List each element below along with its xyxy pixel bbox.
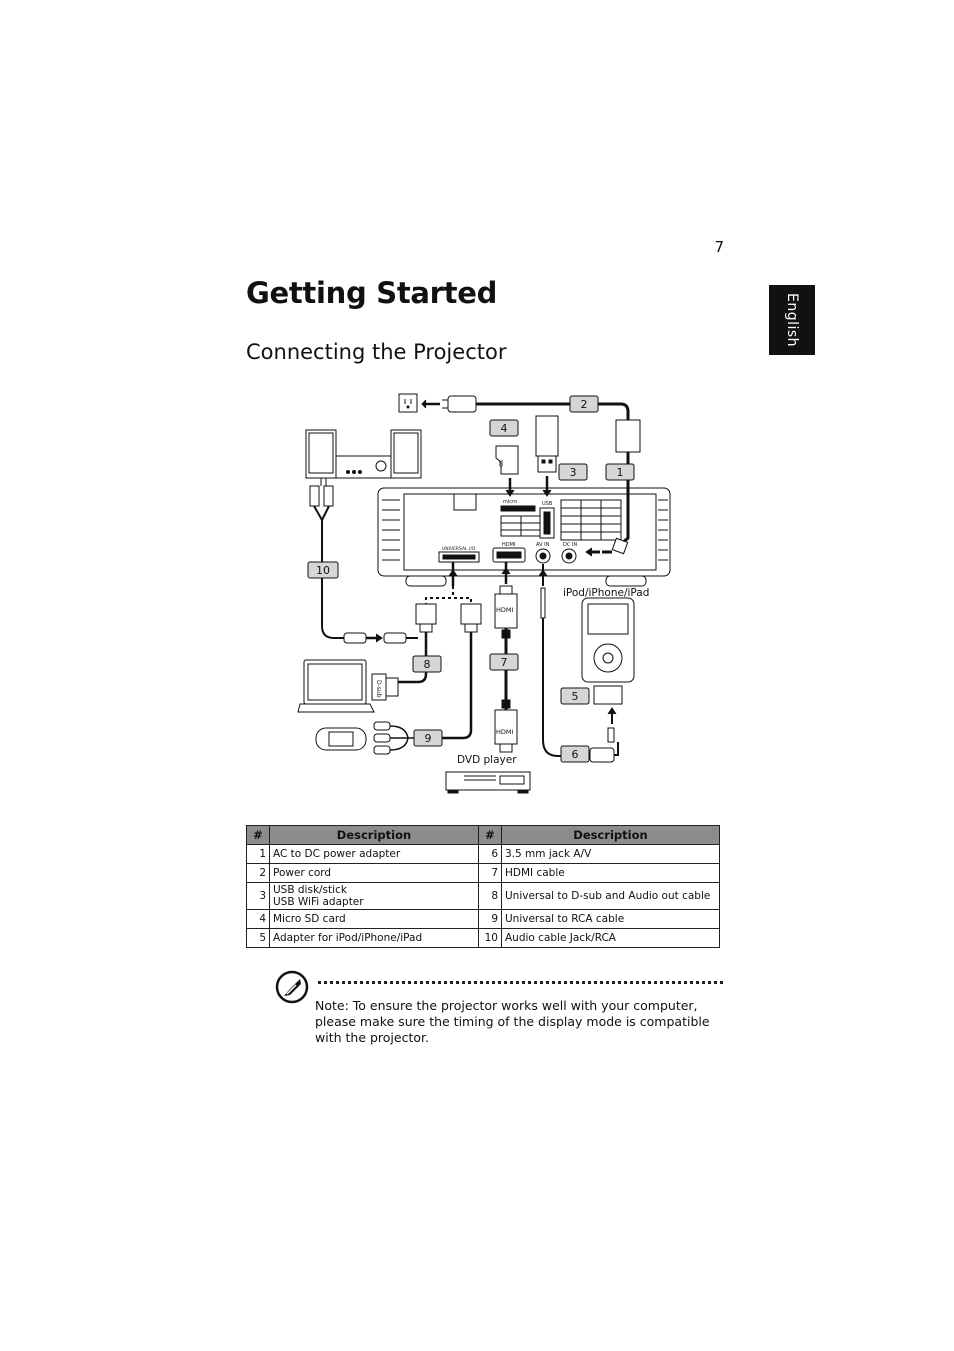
language-tab-label: English	[784, 292, 800, 348]
svg-text:8: 8	[424, 658, 431, 671]
svg-text:4: 4	[501, 422, 508, 435]
projector-grille	[500, 499, 622, 541]
svg-text:1: 1	[617, 466, 624, 479]
table-cell-number: 3	[246, 882, 270, 910]
universal-connector-a	[415, 603, 437, 633]
page-title: Getting Started	[246, 276, 498, 310]
wall-outlet-icon	[398, 393, 418, 413]
svg-text:5: 5	[572, 690, 579, 703]
ac-adapter-icon	[615, 419, 641, 453]
table-cell-number: 6	[478, 844, 502, 864]
note-label: Note:	[315, 998, 349, 1013]
note-divider	[318, 981, 723, 984]
dvd-player-icon	[445, 771, 531, 794]
table-cell-description: AC to DC power adapter	[269, 844, 479, 864]
table-row: 5 Adapter for iPod/iPhone/iPad 10 Audio …	[246, 928, 720, 948]
hdmi-plug-bottom-label: HDMI	[496, 728, 514, 736]
table-cell-description: Universal to D-sub and Audio out cable	[501, 882, 720, 910]
usb-stick-icon	[535, 415, 559, 473]
ipod-adapter-icon	[593, 685, 623, 705]
hdmi-port-label: HDMI	[502, 542, 515, 548]
column-header: #	[478, 825, 502, 845]
svg-text:6: 6	[572, 748, 579, 761]
svg-text:SD: SD	[497, 460, 503, 467]
note-text: Note: To ensure the projector works well…	[315, 998, 710, 1046]
table-cell-number: 10	[478, 928, 502, 948]
ipod-label: iPod/iPhone/iPad	[563, 587, 649, 599]
section-title: Connecting the Projector	[246, 340, 507, 364]
table-cell-description: Universal to RCA cable	[501, 909, 720, 929]
rca-plugs-icon	[309, 478, 334, 507]
audio-jack-plug	[343, 632, 367, 644]
micro-sd-slot	[500, 505, 536, 512]
micro-sd-port-label: micro	[503, 499, 517, 505]
table-cell-description: Audio cable Jack/RCA	[501, 928, 720, 948]
ipod-icon	[581, 597, 635, 683]
table-cell-number: 1	[246, 844, 270, 864]
page-number: 7	[714, 238, 724, 256]
speakers-icon	[305, 429, 422, 479]
universal-connector-b	[460, 603, 482, 633]
language-tab: English	[769, 285, 815, 355]
column-header: #	[246, 825, 270, 845]
table-cell-description: USB disk/stick USB WiFi adapter	[269, 882, 479, 910]
table-cell-description: 3.5 mm jack A/V	[501, 844, 720, 864]
table-cell-number: 8	[478, 882, 502, 910]
table-row: 4 Micro SD card 9 Universal to RCA cable	[246, 909, 720, 929]
parts-table: # Description # Description 1 AC to DC p…	[246, 825, 720, 948]
table-cell-number: 7	[478, 863, 502, 883]
dvd-player-label: DVD player	[457, 754, 517, 766]
callout-7: 7	[489, 653, 519, 671]
hdmi-plug-bottom: HDMI	[494, 709, 518, 753]
svg-text:3: 3	[570, 466, 577, 479]
universal-io-port-label: UNIVERSAL I/O	[442, 546, 476, 552]
dsub-label: D-sub	[375, 680, 382, 698]
callout-1: 1	[605, 463, 635, 481]
table-header-row: # Description # Description	[246, 825, 720, 845]
projector: micro USB UNIVERSAL I/O HDMI AV IN DC IN	[377, 487, 671, 587]
svg-text:2: 2	[581, 398, 588, 411]
table-cell-description: HDMI cable	[501, 863, 720, 883]
table-cell-description: Micro SD card	[269, 909, 479, 929]
callout-9: 9	[413, 729, 443, 747]
table-row: 3 USB disk/stick USB WiFi adapter 8 Univ…	[246, 882, 720, 910]
hdmi-plug-top-label: HDMI	[496, 606, 514, 614]
column-header: Description	[501, 825, 720, 845]
rca-connectors-icon	[373, 721, 391, 755]
column-header: Description	[269, 825, 479, 845]
callout-4: 4	[489, 419, 519, 437]
table-row: 2 Power cord 7 HDMI cable	[246, 863, 720, 883]
svg-text:10: 10	[316, 564, 330, 577]
table-cell-description: Adapter for iPod/iPhone/iPad	[269, 928, 479, 948]
micro-sd-card-icon: SD	[495, 445, 519, 475]
handheld-console-icon	[315, 727, 367, 751]
table-cell-number: 5	[246, 928, 270, 948]
note-icon	[275, 970, 309, 1004]
table-row: 1 AC to DC power adapter 6 3.5 mm jack A…	[246, 844, 720, 864]
callout-10: 10	[307, 561, 339, 579]
callout-3: 3	[558, 463, 588, 481]
table-cell-number: 2	[246, 863, 270, 883]
table-cell-number: 9	[478, 909, 502, 929]
dsub-connector: D-sub	[371, 673, 399, 701]
projector-vents-right	[658, 499, 668, 561]
dc-in-port-label: DC IN	[563, 542, 577, 548]
callout-6: 6	[560, 745, 590, 763]
av-in-port-label: AV IN	[536, 542, 550, 548]
callout-5: 5	[560, 687, 590, 705]
projector-vents-left	[382, 499, 400, 561]
svg-text:7: 7	[501, 656, 508, 669]
usb-port-label: USB	[542, 501, 553, 507]
table-cell-number: 4	[246, 909, 270, 929]
note-body: To ensure the projector works well with …	[315, 998, 710, 1045]
table-cell-description: Power cord	[269, 863, 479, 883]
callout-8: 8	[412, 655, 442, 673]
laptop-icon	[297, 659, 375, 713]
hdmi-plug-top: HDMI	[494, 585, 518, 629]
connection-diagram: micro USB UNIVERSAL I/O HDMI AV IN DC IN	[297, 393, 671, 794]
callout-2: 2	[569, 395, 599, 413]
svg-text:9: 9	[425, 732, 432, 745]
power-plug-icon	[442, 395, 477, 413]
